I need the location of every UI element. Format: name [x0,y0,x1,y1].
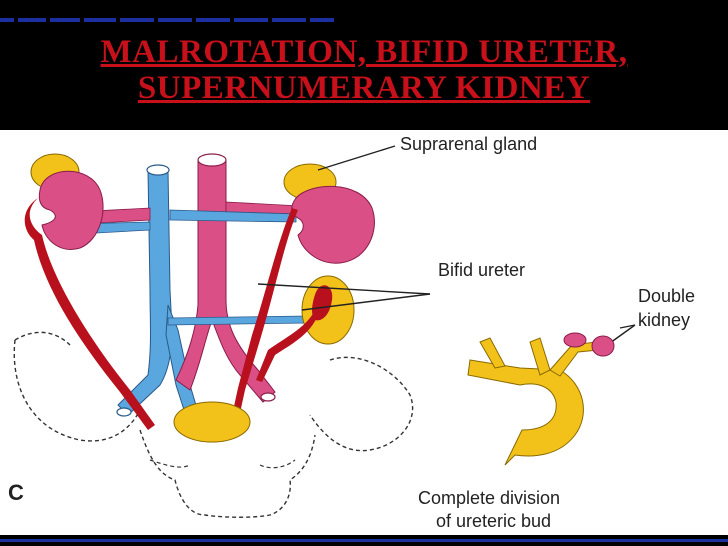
label-bifid-ureter: Bifid ureter [438,260,525,280]
label-double-line-1: Double [638,286,695,306]
inferior-vena-cava [117,169,173,416]
right-ureter [231,208,298,422]
caption-line-1: Complete division [418,488,560,508]
double-kidney-upper [563,332,587,348]
left-ureter [24,198,155,430]
bladder [173,401,251,443]
left-kidney [38,170,104,250]
double-kidney-lower [591,335,615,357]
bifid-ureter-branch [256,312,318,382]
label-suprarenal-gland: Suprarenal gland [400,134,537,154]
panel-letter: C [8,480,24,505]
top-decorative-dashes [0,14,340,26]
anatomy-diagram: Suprarenal gland Bifid ureter Double kid… [8,134,695,531]
title-line-2: SUPERNUMERARY KIDNEY [137,70,591,106]
bottom-accent-bar [0,535,728,546]
pelvis-outline [13,331,414,518]
diagram-panel: Suprarenal gland Bifid ureter Double kid… [0,130,728,535]
supernumerary-kidney [312,285,333,321]
title-line-1: MALROTATION, BIFID URETER, [100,34,628,70]
aorta [175,159,276,403]
caption-line-2: of ureteric bud [436,511,551,531]
right-kidney [291,185,375,264]
ureteric-bud [467,359,584,466]
label-double-line-2: kidney [638,310,690,330]
slide-title: MALROTATION, BIFID URETER, SUPERNUMERARY… [0,34,728,106]
